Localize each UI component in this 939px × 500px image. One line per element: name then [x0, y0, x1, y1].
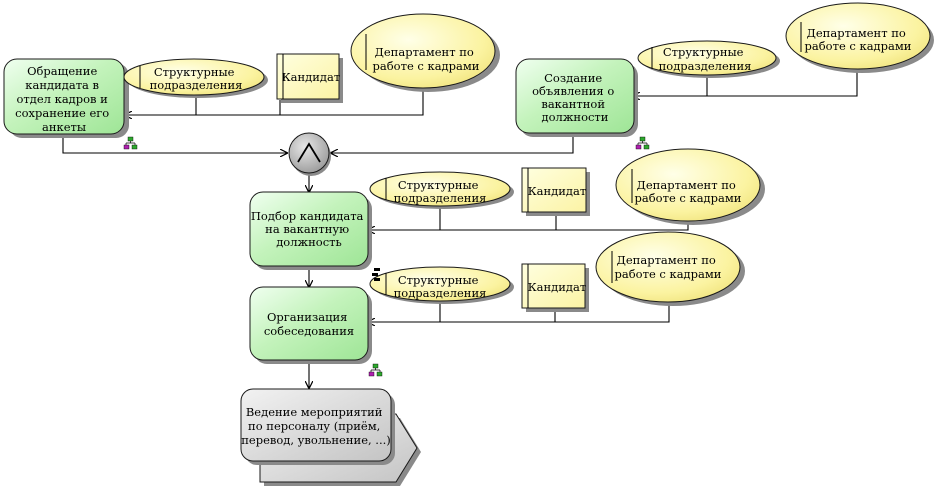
line-f2-to-connector: [331, 134, 574, 153]
org-hr-4[interactable]: Департамент по работе с кадрами: [595, 231, 745, 306]
line-f4-hr: [440, 300, 670, 323]
role-candidate-4-label: Кандидат: [528, 280, 586, 294]
role-candidate-1-label: Кандидат: [282, 70, 340, 84]
function-f3[interactable]: Подбор кандидата на вакантную должность: [249, 191, 372, 270]
function-f1-label: Обращение кандидата в отдел кадров и сох…: [15, 64, 113, 134]
line-f1-to-connector: [62, 134, 287, 153]
org-structural-1-label: Структурные подразделения: [150, 65, 243, 92]
role-candidate-3-label: Кандидат: [528, 184, 586, 198]
org-hr-2[interactable]: Департамент по работе с кадрами: [785, 2, 934, 73]
role-candidate-3[interactable]: Кандидат: [521, 167, 590, 216]
function-f4[interactable]: Организация собеседования: [249, 286, 372, 364]
hierarchy-icon[interactable]: [635, 136, 650, 150]
org-structural-4[interactable]: Структурные подразделения: [369, 266, 514, 304]
process-interface[interactable]: Ведение мероприятий по персоналу (приём,…: [240, 388, 421, 486]
and-symbol: [297, 142, 321, 163]
and-connector[interactable]: [288, 132, 331, 176]
function-f1[interactable]: Обращение кандидата в отдел кадров и сох…: [3, 58, 129, 138]
connection-lines: [62, 60, 858, 388]
role-candidate-1[interactable]: Кандидат: [276, 53, 343, 103]
role-candidate-4[interactable]: Кандидат: [521, 263, 589, 312]
assignment-marker-icon: [372, 268, 380, 281]
line-f1-hr: [196, 88, 424, 116]
org-hr-4-label: Департамент по работе с кадрами: [615, 253, 722, 281]
line-f3-hr: [440, 218, 689, 231]
org-structural-3[interactable]: Структурные подразделения: [369, 171, 514, 209]
org-hr-3-label: Департамент по работе с кадрами: [635, 178, 742, 205]
org-hr-1[interactable]: Департамент по работе с кадрами: [350, 13, 500, 92]
function-f2[interactable]: Создание объявления о вакантной должност…: [515, 58, 638, 137]
function-f2-label: Создание объявления о вакантной должност…: [532, 71, 618, 124]
org-hr-2-label: Департамент по работе с кадрами: [805, 26, 912, 53]
org-structural-1[interactable]: Структурные подразделения: [123, 58, 268, 98]
function-f3-label: Подбор кандидата на вакантную должность: [251, 209, 367, 249]
org-structural-2-label: Структурные подразделения: [659, 45, 752, 73]
org-structural-3-label: Структурные подразделения: [394, 178, 487, 205]
process-interface-label: Ведение мероприятий по персоналу (приём,…: [241, 405, 391, 447]
hierarchy-icon[interactable]: [123, 136, 138, 150]
hierarchy-icon[interactable]: [368, 363, 383, 377]
function-f4-label: Организация собеседования: [264, 310, 354, 338]
org-structural-2[interactable]: Структурные подразделения: [637, 40, 780, 78]
org-hr-3[interactable]: Департамент по работе с кадрами: [615, 148, 765, 225]
line-f3-structural: [368, 205, 441, 230]
org-hr-1-label: Департамент по работе с кадрами: [373, 45, 480, 73]
org-structural-4-label: Структурные подразделения: [394, 273, 487, 300]
